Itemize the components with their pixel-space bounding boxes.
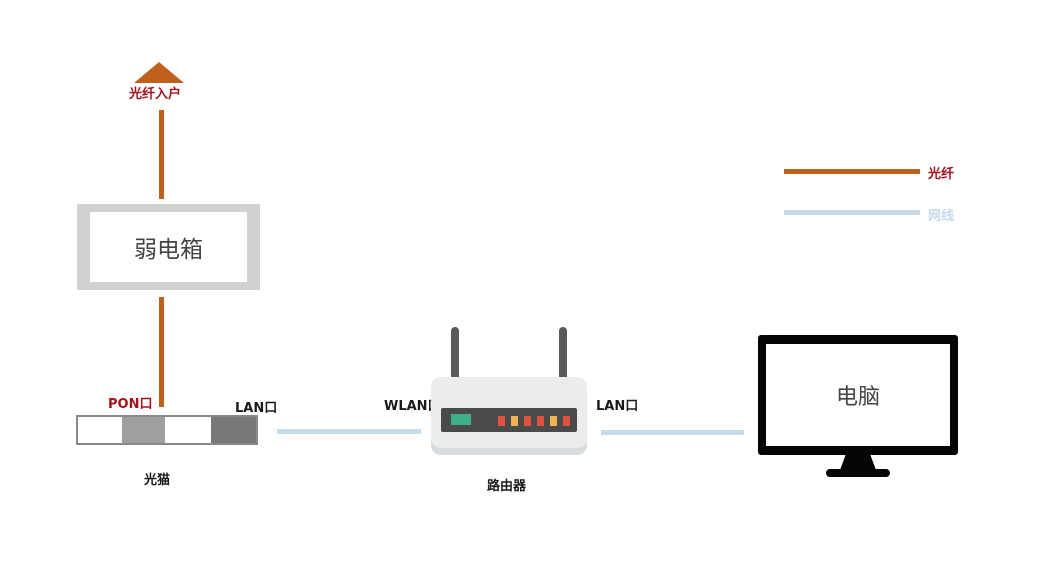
router-antenna-left xyxy=(451,327,459,379)
router-led xyxy=(537,416,544,426)
monitor-icon: 电脑 xyxy=(758,335,958,455)
legend-network-label: 网线 xyxy=(928,209,955,224)
fiber-entry-label: 光纤入户 xyxy=(129,87,182,102)
modem-label: 光猫 xyxy=(144,473,171,488)
network-cable-modem-router xyxy=(277,429,421,434)
network-cable-router-computer xyxy=(601,430,744,435)
router-lan-label: LAN口 xyxy=(596,399,639,414)
pon-port-label: PON口 xyxy=(108,397,153,412)
router-label: 路由器 xyxy=(487,479,527,494)
router-led xyxy=(498,416,505,426)
modem-lan-label: LAN口 xyxy=(235,401,278,416)
legend-fiber-line xyxy=(784,169,920,174)
modem-port-2 xyxy=(122,417,165,443)
modem-icon xyxy=(76,415,258,445)
router-led xyxy=(511,416,518,426)
legend-fiber-label: 光纤 xyxy=(928,167,955,182)
fiber-line-to-modem xyxy=(159,297,164,407)
router-led xyxy=(524,416,531,426)
router-antenna-right xyxy=(559,327,567,379)
weak-box-label: 弱电箱 xyxy=(90,212,247,282)
modem-port-4 xyxy=(211,417,256,443)
router-icon xyxy=(431,377,587,455)
legend-network-line xyxy=(784,210,920,215)
modem-port-1 xyxy=(78,417,122,443)
modem-port-3 xyxy=(165,417,211,443)
fiber-line-entry xyxy=(159,110,164,199)
router-status-light xyxy=(451,414,471,425)
computer-label: 电脑 xyxy=(766,344,950,446)
monitor-stand xyxy=(826,454,890,477)
router-panel xyxy=(441,408,577,432)
router-led xyxy=(550,416,557,426)
router-wlan-label: WLAN口 xyxy=(384,399,441,414)
weak-box: 弱电箱 xyxy=(77,204,260,290)
router-led xyxy=(563,416,570,426)
up-arrow-icon xyxy=(134,62,184,83)
